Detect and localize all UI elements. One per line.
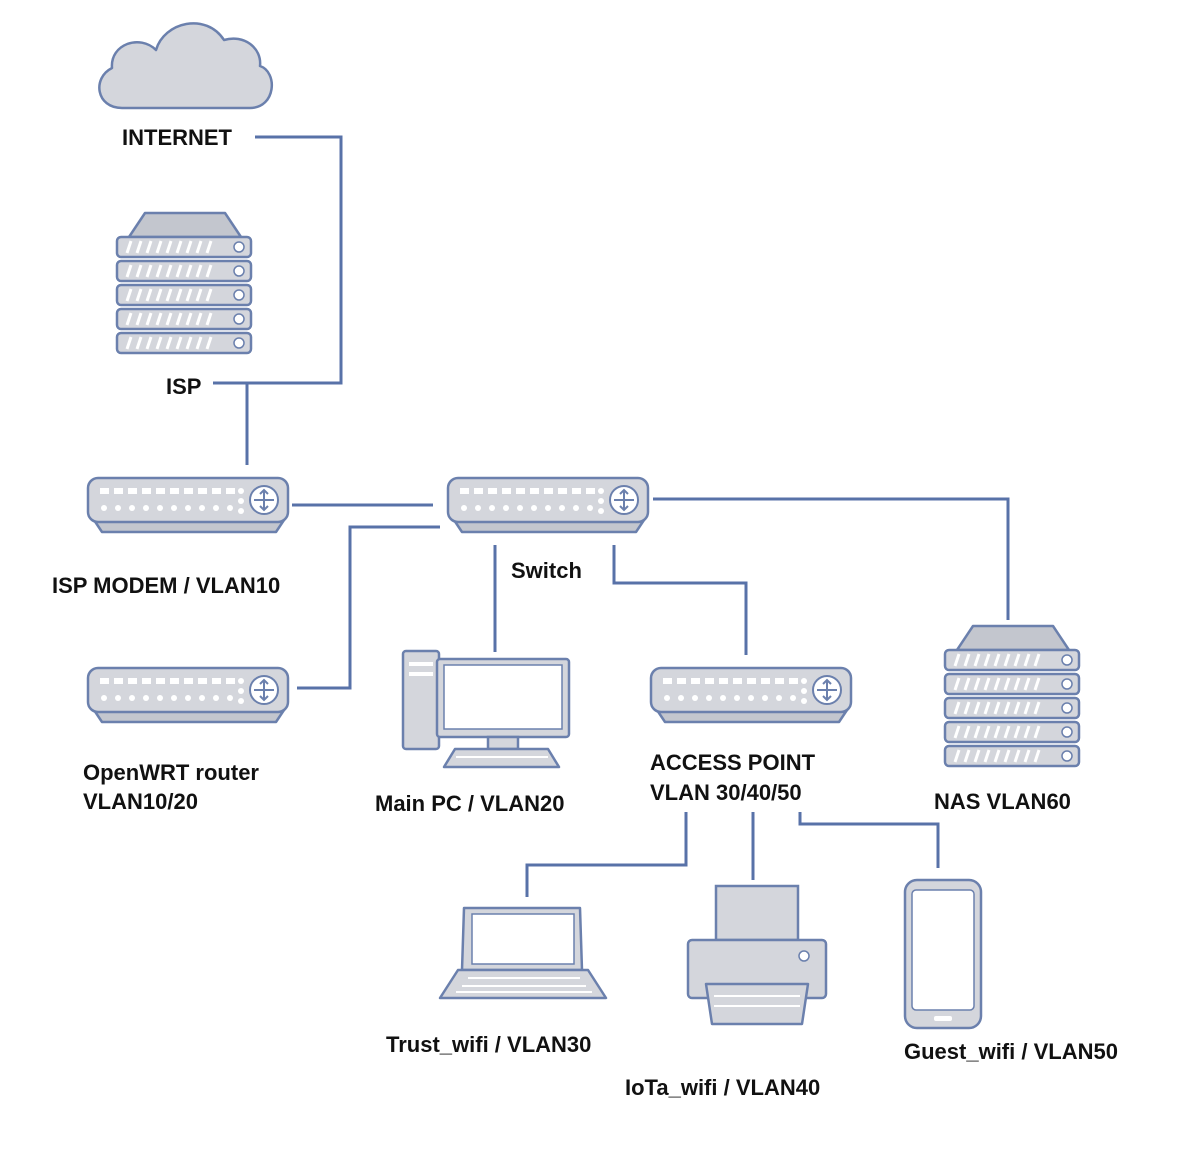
- smartphone-icon: [903, 878, 983, 1030]
- isp-server-icon: [115, 211, 253, 355]
- link-ap-laptop: [525, 812, 688, 897]
- switch-icon: [446, 476, 650, 534]
- connections: [213, 135, 1010, 897]
- access-point-label-line1: ACCESS POINT: [650, 750, 816, 775]
- openwrt-label-line2: VLAN10/20: [83, 789, 198, 814]
- nas-server-icon: [943, 624, 1081, 768]
- link-internet-isp: [213, 135, 343, 385]
- link-ap-phone: [798, 812, 940, 868]
- isp-label: ISP: [166, 374, 201, 399]
- internet-label: INTERNET: [122, 125, 233, 150]
- link-switch-nas: [653, 497, 1010, 620]
- trust-wifi-label: Trust_wifi / VLAN30: [386, 1032, 591, 1057]
- access-point-icon: [649, 666, 853, 724]
- desktop-computer-icon: [401, 649, 571, 769]
- nas-label: NAS VLAN60: [934, 789, 1071, 814]
- cloud-icon: [98, 22, 273, 110]
- access-point-label-line2: VLAN 30/40/50: [650, 780, 802, 805]
- guest-wifi-label: Guest_wifi / VLAN50: [904, 1039, 1118, 1064]
- link-switch-openwrt: [297, 525, 440, 690]
- printer-icon: [686, 884, 828, 1026]
- isp-modem-icon: [86, 476, 290, 534]
- main-pc-label: Main PC / VLAN20: [375, 791, 564, 816]
- link-switch-ap: [612, 545, 748, 655]
- switch-label: Switch: [511, 558, 582, 583]
- laptop-icon: [438, 906, 608, 1000]
- isp-modem-label: ISP MODEM / VLAN10: [52, 573, 280, 598]
- openwrt-router-icon: [86, 666, 290, 724]
- openwrt-label-line1: OpenWRT router: [83, 760, 259, 785]
- iota-wifi-label: IoTa_wifi / VLAN40: [625, 1075, 820, 1100]
